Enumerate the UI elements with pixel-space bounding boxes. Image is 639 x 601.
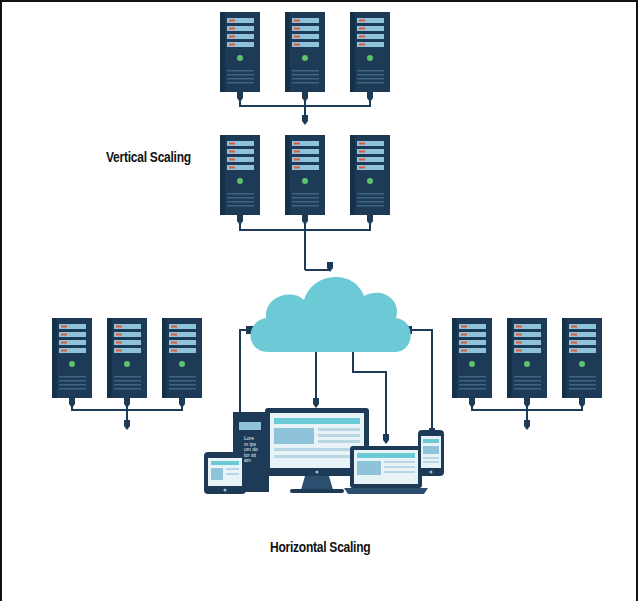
section-heading: Vertical Scaling [106,149,191,165]
server-group [220,135,390,272]
screen-text: Lorem ipsum dolor sit am [244,436,258,464]
server-group [452,318,602,430]
section-heading: Horizontal Scaling [270,539,370,555]
device-group [204,408,444,494]
cloud [250,277,410,352]
server-group [220,12,390,125]
server-group [52,318,202,430]
